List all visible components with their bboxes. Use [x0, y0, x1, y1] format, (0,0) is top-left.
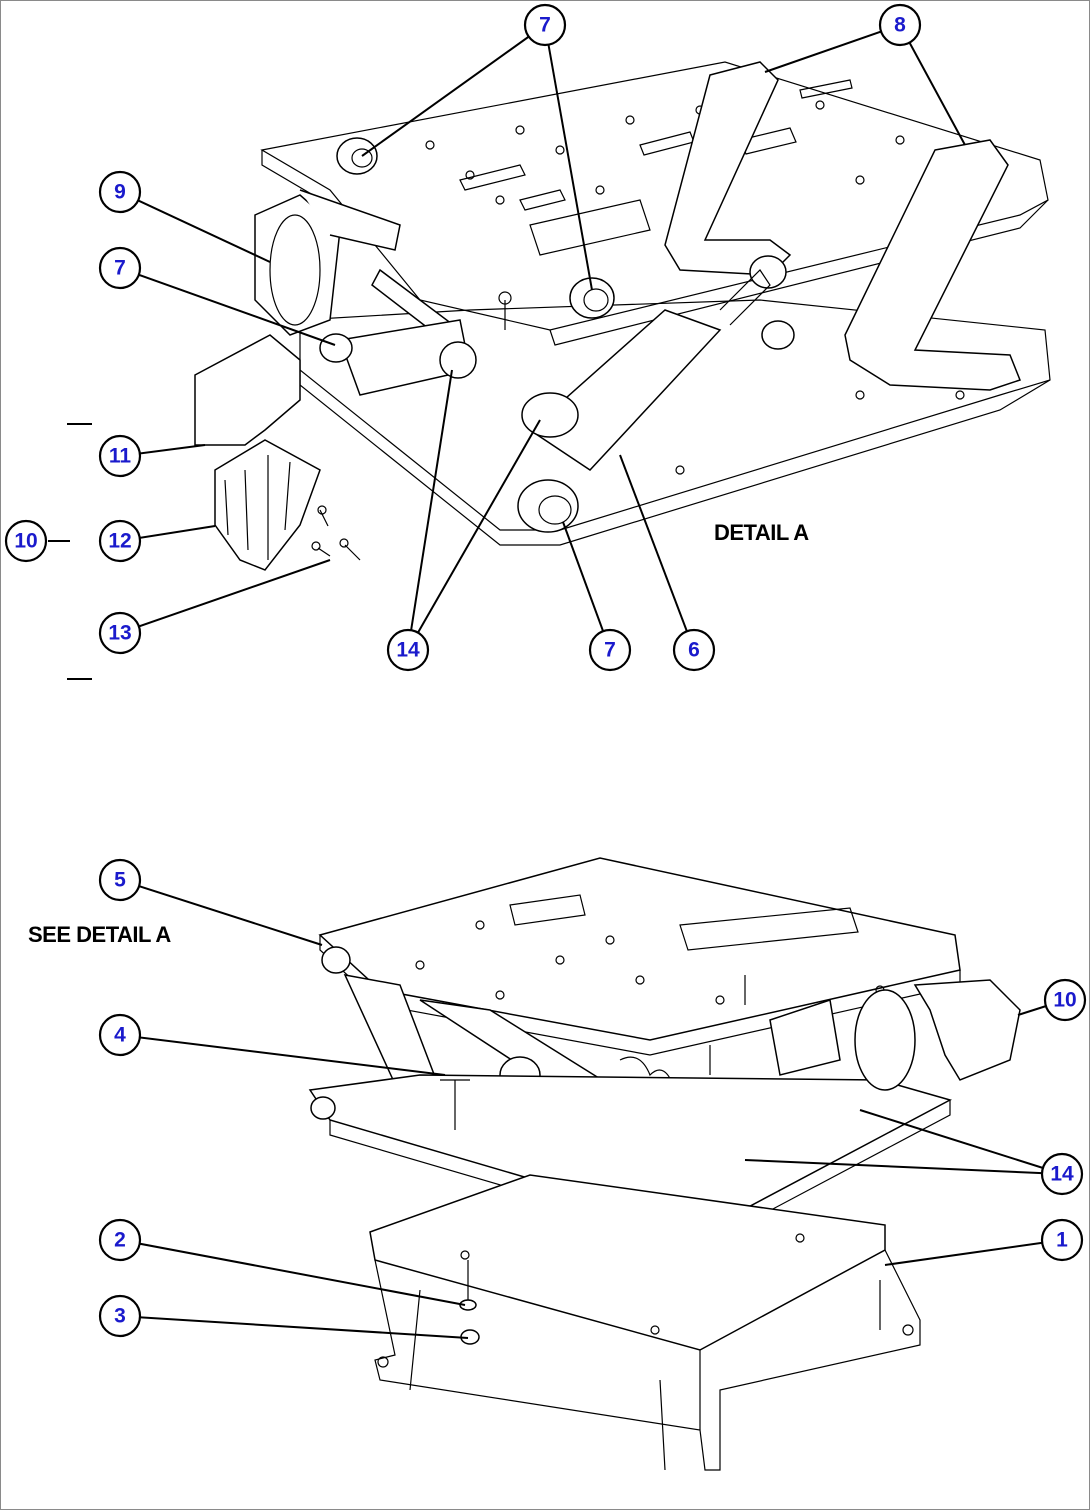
detail-a-drawing	[194, 61, 1051, 571]
svg-text:11: 11	[109, 445, 132, 468]
armrest-bracket-right	[844, 139, 1021, 391]
callout-9: 9	[98, 170, 142, 214]
callout-12: 12	[98, 519, 142, 563]
svg-text:12: 12	[108, 530, 131, 553]
callout-3: 3	[98, 1294, 142, 1338]
svg-text:7: 7	[539, 14, 551, 37]
svg-text:14: 14	[1050, 1163, 1074, 1186]
leader-lines	[119, 24, 1066, 1339]
armrest-bracket-left	[664, 61, 792, 276]
callout-10-left: 10	[4, 519, 48, 563]
svg-text:1: 1	[1056, 1229, 1068, 1252]
callout-10-right: 10	[1043, 978, 1087, 1022]
svg-text:4: 4	[114, 1024, 126, 1047]
callout-7-bottom: 7	[588, 628, 632, 672]
svg-text:7: 7	[604, 639, 616, 662]
callout-8: 8	[878, 3, 922, 47]
callout-7-top: 7	[523, 3, 567, 47]
svg-text:7: 7	[114, 257, 126, 280]
svg-text:8: 8	[894, 14, 906, 37]
handle-cover-right	[913, 979, 1021, 1081]
roller-bottom	[517, 479, 579, 533]
callout-1: 1	[1040, 1218, 1084, 1262]
roller-top	[336, 137, 378, 175]
svg-text:6: 6	[688, 639, 700, 662]
roller-center	[569, 277, 615, 319]
svg-text:3: 3	[114, 1305, 126, 1328]
callout-14-detail: 14	[386, 628, 430, 672]
callout-6: 6	[672, 628, 716, 672]
callout-13: 13	[98, 611, 142, 655]
svg-text:2: 2	[114, 1229, 126, 1252]
callout-7-left: 7	[98, 246, 142, 290]
bracket-cover	[194, 334, 301, 446]
svg-text:5: 5	[114, 869, 126, 892]
callout-2: 2	[98, 1218, 142, 1262]
callout-14-main: 14	[1040, 1152, 1084, 1196]
callout-11: 11	[98, 434, 142, 478]
shock-absorber	[528, 309, 722, 471]
callout-5: 5	[98, 858, 142, 902]
detail-lower-plate	[299, 299, 1051, 531]
svg-text:13: 13	[108, 622, 131, 645]
detail-a-label: DETAIL A	[714, 520, 809, 545]
svg-text:10: 10	[14, 530, 37, 553]
seat-riser-base	[369, 1174, 886, 1351]
svg-text:9: 9	[114, 181, 126, 204]
recliner-handle	[254, 194, 341, 336]
svg-text:10: 10	[1053, 989, 1076, 1012]
callout-4: 4	[98, 1013, 142, 1057]
main-assembly-drawing	[308, 857, 1021, 1471]
svg-text:14: 14	[396, 639, 420, 662]
see-detail-a-label: SEE DETAIL A	[28, 922, 171, 947]
